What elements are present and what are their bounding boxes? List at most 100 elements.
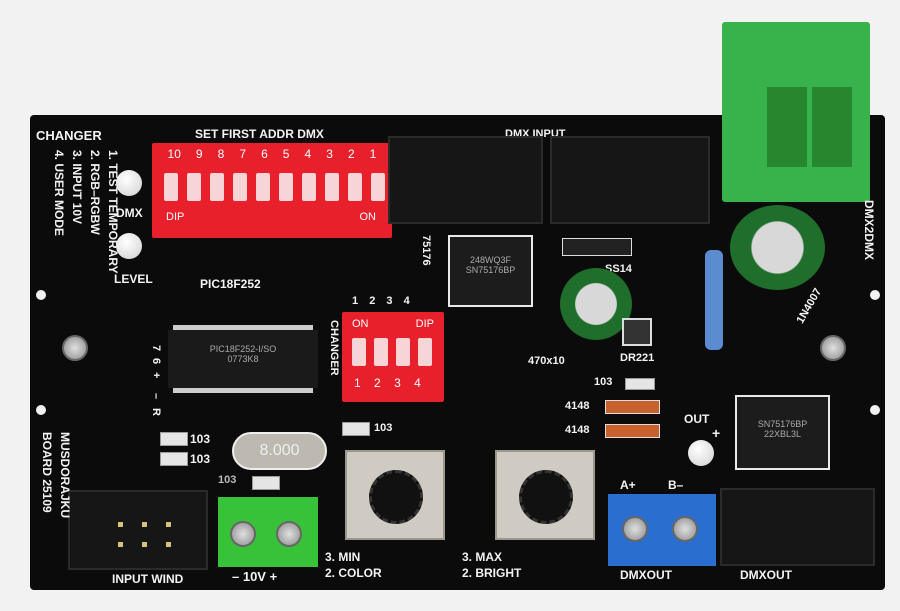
dip-num: 1 (369, 147, 377, 161)
pin-plus: + (150, 372, 162, 379)
pot-min-label: 3. MIN (325, 550, 361, 564)
pot-max-label: 3. MAX (462, 550, 503, 564)
maker-line-2: BOARD 25109 (40, 432, 54, 513)
pin-r: R (150, 408, 162, 416)
sn75176-out-chip: SN75176BP 22XBL3L (735, 395, 830, 470)
changer-dip-switch[interactable]: ON DIP 1 2 3 4 (342, 312, 444, 402)
10v-terminal[interactable] (218, 497, 318, 567)
num: 1 (352, 295, 359, 307)
mcu-label: PIC18F252 (200, 277, 261, 291)
out-plus: + (712, 425, 721, 441)
diode-4148-label: 4148 (565, 424, 590, 436)
diode-4148-label: 4148 (565, 400, 590, 412)
dmx-led (116, 170, 142, 196)
num: 1 (354, 376, 361, 390)
dip-label: DIP (166, 211, 185, 223)
screw (820, 335, 846, 361)
level-led (116, 233, 142, 259)
potentiometer-max-bright[interactable] (495, 450, 595, 540)
changer-dip-bottom-numbers: 1 2 3 4 (354, 376, 421, 390)
r103-label: 103 (218, 474, 237, 486)
dr221-inductor (622, 318, 652, 346)
dip-num: 4 (304, 147, 312, 161)
level-led-label: LEVEL (114, 272, 153, 286)
resistor-103 (160, 432, 188, 446)
chip-marking: 22XBL3L (763, 429, 802, 439)
dmx-input-header-1[interactable] (388, 136, 543, 224)
dip-num: 9 (195, 147, 203, 161)
dmx-input-header-2[interactable] (550, 136, 710, 224)
dr221-label: DR221 (620, 352, 655, 364)
pin-7: 7 (150, 345, 162, 352)
screw (62, 335, 88, 361)
pot-bright-label: 2. BRIGHT (462, 566, 522, 580)
mode-4: 4. USER MODE (52, 150, 66, 237)
mount-hole (36, 290, 46, 300)
sn75176-chip: 248WQ3F SN75176BP (448, 235, 533, 307)
r103-label: 103 (374, 422, 393, 434)
pin-minus: – (150, 393, 162, 400)
chip-marking: PIC18F252-I/SO (209, 344, 277, 354)
changer-dip-label: CHANGER (328, 320, 340, 376)
dip-num: 5 (282, 147, 290, 161)
dip-num: 3 (326, 147, 333, 161)
mount-hole (870, 405, 880, 415)
diode-4148 (605, 400, 660, 414)
resistor-103 (625, 378, 655, 390)
num: 3 (386, 295, 393, 307)
a-plus-label: A+ (620, 478, 636, 492)
mode-2: 2. RGB–RGBW (88, 150, 102, 235)
on-label: ON (352, 318, 369, 330)
pin-6: 6 (150, 358, 162, 365)
dip-num: 6 (261, 147, 268, 161)
dmxout-label-1: DMXOUT (620, 568, 672, 582)
changer-title: CHANGER (36, 128, 102, 143)
resistor (705, 250, 723, 350)
input-wind-header[interactable] (68, 490, 208, 570)
chip-marking: SN75176BP (757, 419, 808, 429)
potentiometer-min-color[interactable] (345, 450, 445, 540)
10v-label: – 10V + (232, 569, 278, 584)
resistor-103 (160, 452, 188, 466)
dip-num: 7 (239, 147, 247, 161)
dmxout-header[interactable] (720, 488, 875, 566)
input-wind-label: INPUT WIND (112, 572, 184, 586)
pic18f252-chip: PIC18F252-I/SO 0773K8 (168, 330, 318, 388)
changer-dip-top-numbers: 1 2 3 4 (352, 295, 410, 307)
out-led-label: OUT (684, 412, 710, 426)
num: 2 (374, 376, 381, 390)
crystal-oscillator: 8.000 (232, 432, 327, 470)
dmx-led-label: DMX (116, 206, 143, 220)
addr-dip-title: SET FIRST ADDR DMX (195, 127, 324, 141)
mount-hole (870, 290, 880, 300)
num: 4 (403, 295, 410, 307)
resistor-103 (342, 422, 370, 436)
r103-label: 103 (190, 452, 211, 466)
b-minus-label: B– (668, 478, 684, 492)
chip-marking: 248WQ3F (469, 255, 511, 265)
out-led (688, 440, 714, 466)
chip-marking: 0773K8 (227, 354, 259, 364)
chip-marking: SN75176BP (465, 265, 516, 275)
r103-label: 103 (594, 376, 613, 388)
capacitor (560, 268, 632, 340)
num: 3 (394, 376, 401, 390)
u75176-label: 75176 (420, 235, 432, 266)
power-terminal-block[interactable] (722, 22, 870, 202)
dmxout-label-2: DMXOUT (740, 568, 792, 582)
mount-hole (36, 405, 46, 415)
mode-3: 3. INPUT 10V (70, 150, 84, 225)
num: 4 (414, 376, 421, 390)
diode-4148 (605, 424, 660, 438)
pot-color-label: 2. COLOR (325, 566, 382, 580)
dip-num: 2 (347, 147, 355, 161)
dmx2dmx-label: DMX2DMX (862, 200, 876, 261)
resistor-103 (252, 476, 280, 490)
num: 2 (369, 295, 376, 307)
dmxout-terminal[interactable] (608, 494, 716, 566)
capacitor-large (730, 205, 825, 290)
on-label: ON (359, 211, 377, 223)
cap-label: 470x10 (528, 355, 565, 367)
